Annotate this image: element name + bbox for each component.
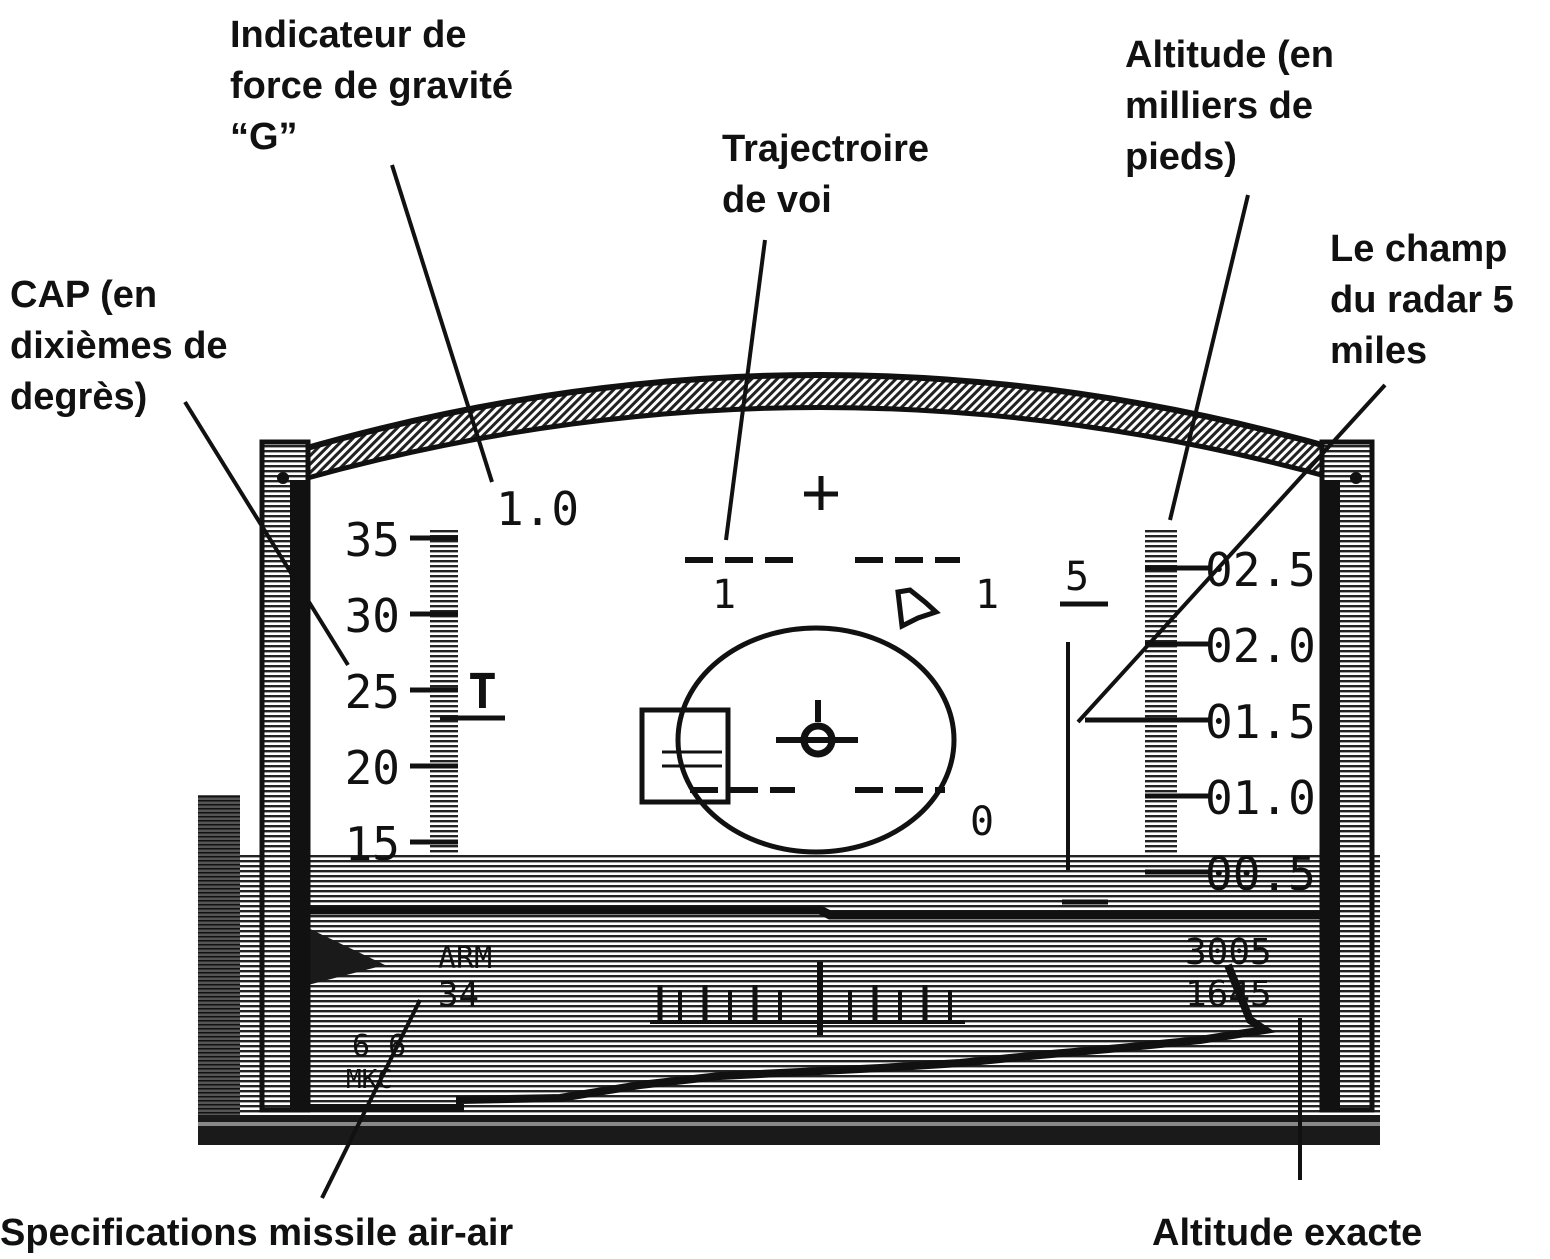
pitch-label: 1: [975, 572, 999, 618]
console-base: [198, 1115, 1380, 1145]
g-force-value: 1.0: [496, 482, 579, 536]
flight-path-marker: [776, 700, 858, 754]
heading-marker: T: [468, 664, 497, 720]
arm-count: 34: [438, 975, 479, 1015]
boresight-cross: [804, 476, 838, 510]
pitch-label: 0: [970, 799, 994, 845]
altitude-tick-label: 02.5: [1205, 543, 1316, 597]
heading-tick-label: 15: [345, 817, 400, 871]
exact-altitude-line1: 3005: [1185, 932, 1272, 973]
altitude-tick-label: 01.0: [1205, 771, 1316, 825]
radar-range-value: 5: [1065, 554, 1089, 600]
arm-label: ARM: [438, 941, 492, 976]
heading-tick-label: 30: [345, 589, 400, 643]
left-console-edge: [198, 795, 240, 1115]
altitude-tick-label: 01.5: [1205, 695, 1316, 749]
altitude-tick-label: 00.5: [1205, 847, 1316, 901]
pitch-label: 1: [712, 572, 736, 618]
exact-altitude-line2: 1645: [1185, 974, 1272, 1015]
altitude-tick-label: 02.0: [1205, 619, 1316, 673]
heading-tape: [430, 528, 458, 893]
heading-tick-label: 25: [345, 665, 400, 719]
heading-tick-label: 35: [345, 513, 400, 567]
heading-tick-label: 20: [345, 741, 400, 795]
target-marker: [898, 590, 936, 626]
